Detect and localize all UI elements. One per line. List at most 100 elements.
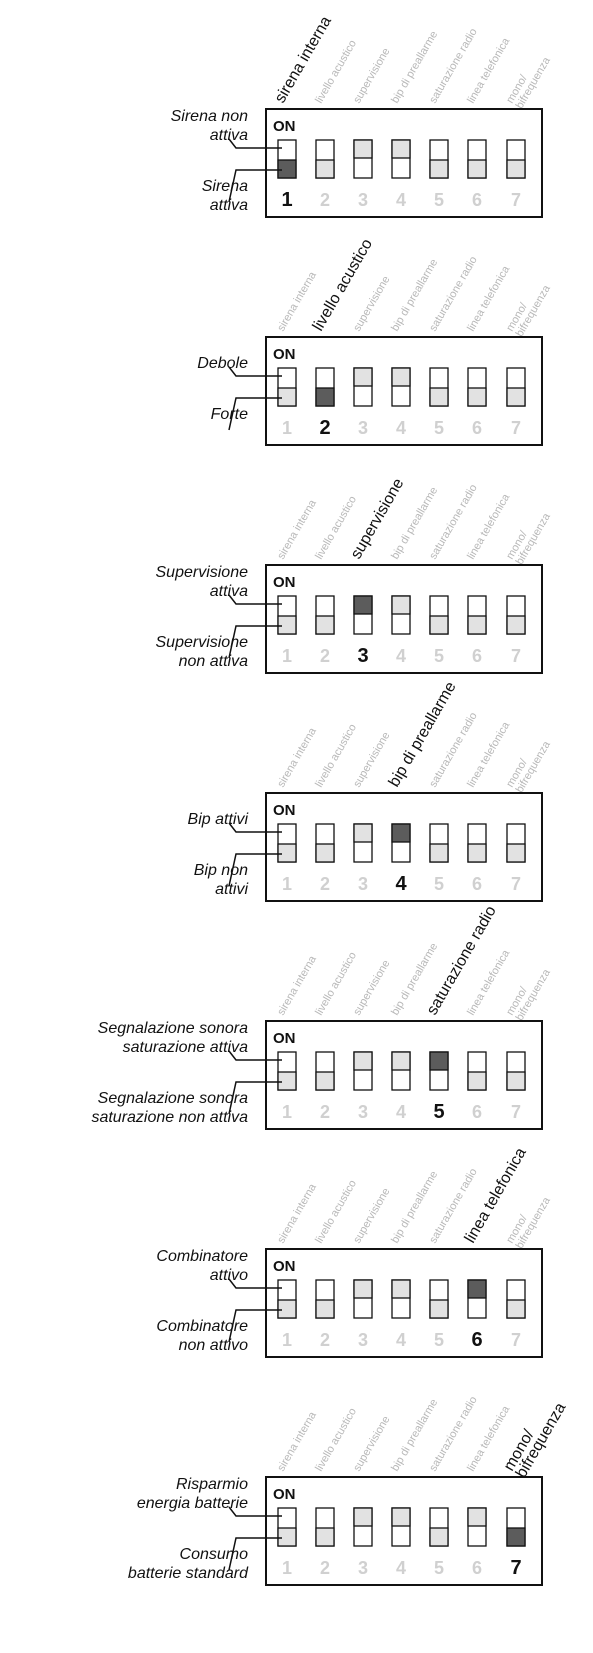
switch-number: 4 xyxy=(395,873,407,895)
down-pointer-line xyxy=(228,397,282,431)
switch-lever xyxy=(391,139,411,159)
switch-number: 7 xyxy=(511,646,521,666)
dip-switch: 6 xyxy=(467,139,487,210)
up-state-label-line: Bip attivi xyxy=(187,811,248,828)
switch-lever xyxy=(506,1071,526,1091)
on-label: ON xyxy=(273,1030,296,1047)
switch-number: 5 xyxy=(434,874,444,894)
down-pointer-line xyxy=(228,853,282,887)
switch-lever xyxy=(429,1299,449,1319)
dip-switch: 5 xyxy=(429,823,449,894)
switch-number: 7 xyxy=(511,874,521,894)
switch-lever xyxy=(277,1527,297,1547)
switch-number: 1 xyxy=(282,1102,292,1122)
switch-header-label: mono/bifrequenza xyxy=(504,505,553,567)
switch-lever xyxy=(429,843,449,863)
switch-header-label: linea telefonica xyxy=(465,491,513,561)
switch-header-label: mono/bifrequenza xyxy=(504,961,553,1023)
dip-switch: 5 xyxy=(429,595,449,666)
switch-header-label: livello acustico xyxy=(313,722,359,789)
dip-switch: 3 xyxy=(353,1051,373,1122)
switch-number: 7 xyxy=(511,1330,521,1350)
switch-number: 6 xyxy=(472,418,482,438)
down-state-label-line: Segnalazione sonora xyxy=(97,1090,248,1107)
switch-number: 5 xyxy=(434,190,444,210)
switch-number: 3 xyxy=(357,645,368,667)
switch-lever xyxy=(391,1051,411,1071)
switch-header-label: sirena interna xyxy=(275,725,319,789)
up-state-label-line: Combinatore xyxy=(156,1248,248,1265)
switch-lever xyxy=(315,159,335,179)
dip-switch: 2 xyxy=(315,1279,335,1350)
dip-switch: 2 xyxy=(315,595,335,666)
up-pointer-line xyxy=(228,138,282,149)
up-state-label: Bip attivi xyxy=(188,810,248,829)
switch-number: 2 xyxy=(320,874,330,894)
switch-header-label: supervisione xyxy=(351,274,392,333)
switch-lever xyxy=(277,1299,297,1319)
switch-number: 6 xyxy=(472,190,482,210)
dip-switch: 7 xyxy=(506,823,526,894)
switch-lever xyxy=(429,387,449,407)
switch-header-label: livello acustico xyxy=(313,38,359,105)
down-pointer-line xyxy=(228,1081,282,1115)
switch-number: 4 xyxy=(396,418,406,438)
switch-lever xyxy=(506,1527,526,1547)
switch-header-label: mono/bifrequenza xyxy=(504,49,553,111)
switch-lever xyxy=(429,1051,449,1071)
down-pointer-line xyxy=(228,169,282,203)
switch-number: 2 xyxy=(319,417,330,439)
switch-lever xyxy=(391,1507,411,1527)
dip-switch: 5 xyxy=(429,367,449,438)
switch-lever xyxy=(467,843,487,863)
dip-switch: 1 xyxy=(277,823,297,894)
dip-switch: 2 xyxy=(315,823,335,894)
up-state-label: Risparmio energia batterie xyxy=(137,1475,248,1513)
dip-switch: 5 xyxy=(429,1279,449,1350)
switch-lever xyxy=(315,1071,335,1091)
dip-switch: 4 xyxy=(391,1507,411,1578)
switch-number: 6 xyxy=(471,1329,482,1351)
switch-number: 4 xyxy=(396,1330,406,1350)
dip-switch: 4 xyxy=(391,1279,411,1350)
switch-lever xyxy=(467,159,487,179)
up-state-label-line: Risparmio xyxy=(175,1476,248,1493)
dip-switch: 6 xyxy=(467,595,487,666)
switch-number: 5 xyxy=(434,1330,444,1350)
switch-number: 7 xyxy=(511,1102,521,1122)
switch-lever xyxy=(353,1051,373,1071)
switch-lever xyxy=(467,1071,487,1091)
dip-switch: 4 xyxy=(391,139,411,210)
on-label: ON xyxy=(273,118,296,135)
up-pointer-line xyxy=(228,594,282,605)
switch-lever xyxy=(315,1299,335,1319)
switch-box xyxy=(265,108,543,218)
dip-switch: 3 xyxy=(353,595,373,667)
switch-header-label: mono/bifrequenza xyxy=(504,277,553,339)
down-state-label-line: non attivo xyxy=(178,1337,248,1354)
down-state-label-line: attivi xyxy=(215,881,248,898)
down-state-label-line: Combinatore xyxy=(156,1318,248,1335)
switch-number: 2 xyxy=(320,646,330,666)
switch-header-label: sirena interna xyxy=(275,953,319,1017)
switch-number: 4 xyxy=(396,1558,406,1578)
dip-switch: 3 xyxy=(353,139,373,210)
down-state-label: Forte xyxy=(211,405,248,424)
up-state-label-line: Debole xyxy=(197,355,248,372)
dip-switch: 7 xyxy=(506,367,526,438)
switch-box xyxy=(265,564,543,674)
switch-header-label: supervisione xyxy=(351,46,392,105)
down-pointer-line xyxy=(228,1309,282,1343)
dip-switch: 1 xyxy=(277,1507,297,1578)
down-state-label-line: non attiva xyxy=(178,653,248,670)
switch-header-label: supervisione xyxy=(351,1186,392,1245)
dip-switch: 6 xyxy=(467,367,487,438)
up-state-label-line: energia batterie xyxy=(136,1495,248,1512)
dip-switch: 1 xyxy=(277,1051,297,1122)
switch-header-label: sirena interna xyxy=(275,1409,319,1473)
